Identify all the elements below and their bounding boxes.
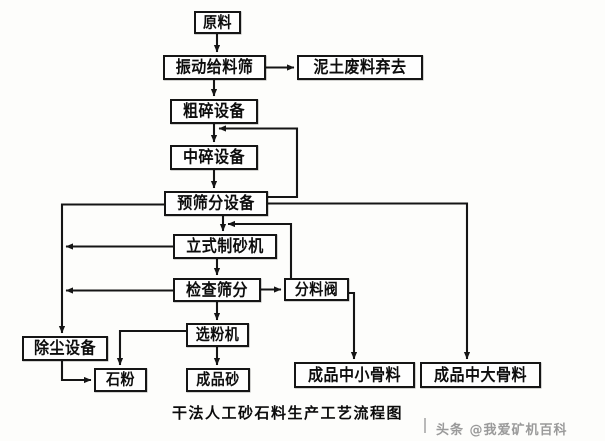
edge-prescreen-to-dust [58,203,164,334]
edge-valve-to-small-agg [349,291,358,360]
node-label-finished_sand: 成品砂 [196,371,240,389]
node-stone_powder[interactable]: 石粉 [94,368,147,392]
diagram-caption: 干法人工砂石料生产工艺流程图 [172,404,404,422]
node-dust_collector[interactable]: 除尘设备 [22,336,108,361]
node-mud_waste[interactable]: 泥土废料弃去 [297,55,423,80]
node-label-coarse_crusher: 粗碎设备 [182,101,245,121]
node-label-raw_material: 原料 [203,13,232,32]
node-label-mud_waste: 泥土废料弃去 [313,57,407,77]
watermark-text: 头条 @我爱矿机百科 [436,423,568,438]
node-label-powder_separator: 选粉机 [195,326,240,344]
node-medium_large_agg[interactable]: 成品中大骨料 [420,362,541,388]
node-pre_screening[interactable]: 预筛分设备 [164,191,268,216]
node-medium_crusher[interactable]: 中碎设备 [170,145,258,170]
node-medium_small_agg[interactable]: 成品中小骨料 [294,362,415,388]
node-label-vibrating_feeder: 振动给料筛 [175,57,254,77]
node-label-medium_crusher: 中碎设备 [182,147,245,167]
node-label-medium_small_agg: 成品中小骨料 [307,364,401,385]
node-vertical_sand_maker[interactable]: 立式制砂机 [173,234,277,259]
edge-separator-to-powder [116,329,186,366]
node-label-check_screening: 检查筛分 [185,279,248,300]
node-finished_sand[interactable]: 成品砂 [186,368,250,392]
node-label-vertical_sand_maker: 立式制砂机 [186,236,264,256]
node-label-medium_large_agg: 成品中大骨料 [433,364,527,385]
node-check_screening[interactable]: 检查筛分 [173,278,261,302]
node-powder_separator[interactable]: 选粉机 [186,323,249,347]
node-coarse_crusher[interactable]: 粗碎设备 [170,99,258,124]
watermark-divider [424,418,426,433]
node-vibrating_feeder[interactable]: 振动给料筛 [163,55,266,80]
node-label-dust_collector: 除尘设备 [33,338,96,358]
edge-prescreen-recycle-to-coarse [218,125,299,199]
edge-prescreen-to-large-agg [268,202,471,360]
edge-valve-recycle-to-sandmaker [227,220,293,278]
node-label-pre_screening: 预筛分设备 [177,193,255,213]
node-label-distribution_valve: 分料阀 [294,280,339,299]
edge-dust-to-powder [60,361,92,384]
node-label-stone_powder: 石粉 [106,371,135,389]
node-distribution_valve[interactable]: 分料阀 [284,278,349,301]
node-raw_material[interactable]: 原料 [194,11,241,34]
